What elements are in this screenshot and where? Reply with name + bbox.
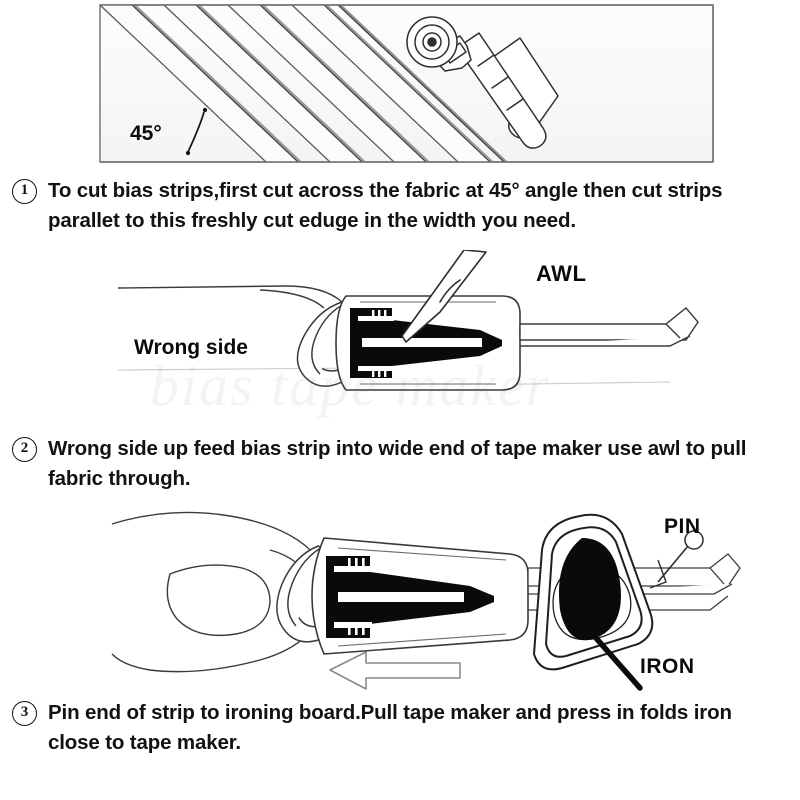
bias-strip-group [99,3,493,164]
angle-arc-45 [187,111,205,153]
step-3: 3 Pin end of strip to ironing board.Pull… [12,698,800,758]
step-2: 2 Wrong side up feed bias strip into wid… [12,434,800,494]
fresh-cut-edge [339,4,507,163]
former-slot-detail [358,310,482,377]
step-3-number: 3 [12,701,37,726]
label-pin: PIN [664,515,701,538]
pin-tool [657,530,704,583]
iron-cord [593,635,643,691]
bias-strip-fabric [117,285,343,309]
step-2-text: Wrong side up feed bias strip into wide … [48,437,747,490]
angle-arc-dot-upper [202,107,208,113]
loose-fabric [111,511,330,673]
figure-cutting-fabric [88,0,728,172]
step-1-text: To cut bias strips,first cut across the … [48,179,723,232]
angle-arc-dot-lower [185,150,191,156]
step-3-text: Pin end of strip to ironing board.Pull t… [48,701,732,754]
pin-through-fabric-mark [649,559,667,589]
figure-feeding-strip [110,250,730,430]
pull-direction-arrow [329,651,461,690]
rotary-cutter-icon [406,16,559,149]
former-slot-detail-2 [334,558,464,635]
figure-pressing-tape [110,498,750,698]
step-1: 1 To cut bias strips,first cut across th… [12,176,800,236]
label-45-degree: 45° [130,122,162,145]
iron-handle [558,538,621,641]
step-2-number: 2 [12,437,37,462]
tape-maker-slot-2 [337,547,507,647]
awl-tool [401,250,487,343]
step-1-number: 1 [12,179,37,204]
label-awl: AWL [536,261,587,286]
label-wrong-side: Wrong side [134,336,248,359]
label-iron: IRON [640,655,695,678]
emerging-folded-tape [519,307,699,347]
